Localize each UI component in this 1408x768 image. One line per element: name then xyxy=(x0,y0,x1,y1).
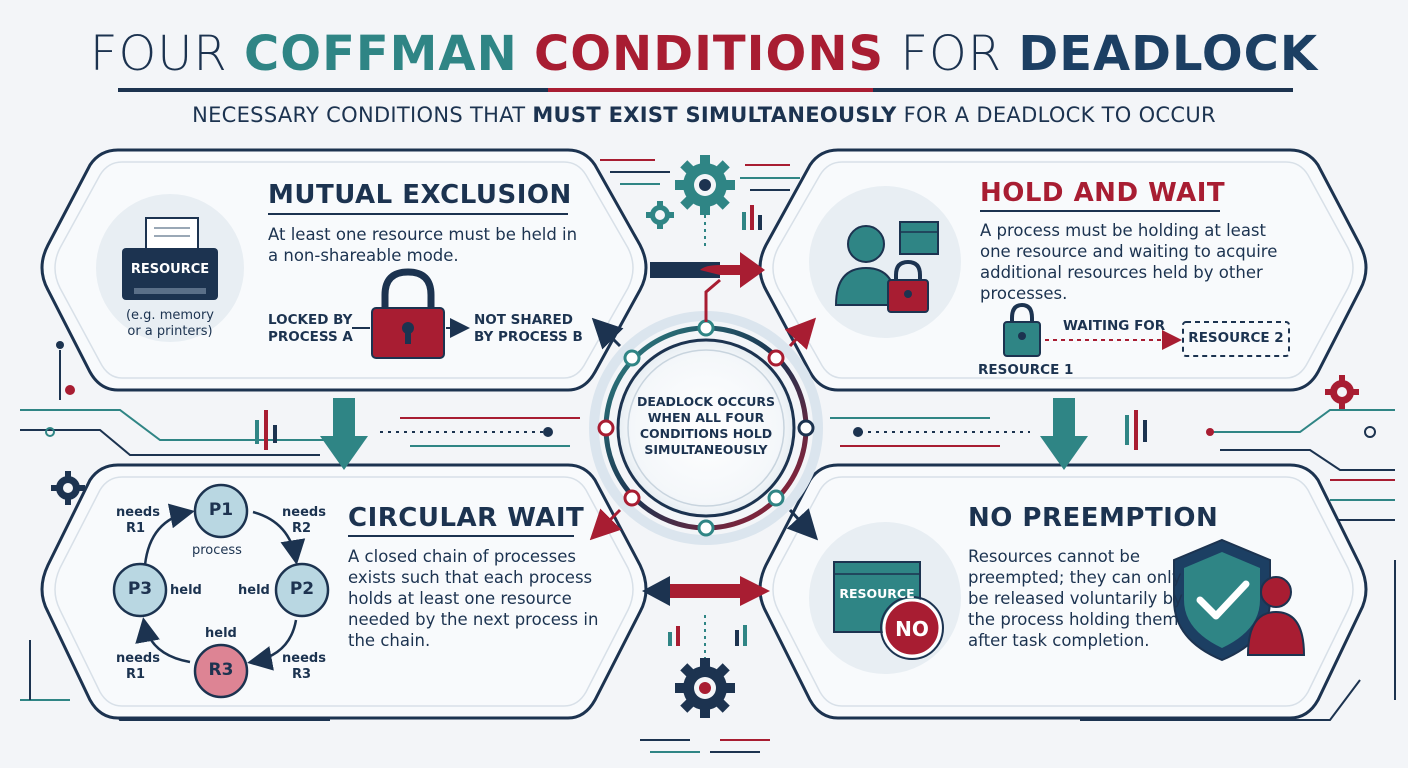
not-shared-label-line-2: BY PROCESS B xyxy=(474,329,583,345)
circuit-decoration-top xyxy=(600,159,800,250)
title-underline xyxy=(118,88,1293,92)
no-preemption-title: NO PREEMPTION xyxy=(968,503,1219,533)
shield-check-icon xyxy=(1173,538,1306,662)
box-icon xyxy=(899,221,939,255)
heading-underline xyxy=(348,535,574,537)
process-label: process xyxy=(192,543,242,558)
waiting-for-label: WAITING FOR xyxy=(1063,318,1166,334)
gear-icon xyxy=(646,201,674,229)
mutual-exclusion-title: MUTUAL EXCLUSION xyxy=(268,180,572,210)
needs-r3-line-1: needs xyxy=(282,651,326,666)
no-badge xyxy=(880,596,944,660)
printer-resource-label: RESOURCE xyxy=(130,262,210,277)
circular-arrows-icon xyxy=(135,503,306,671)
resource-2-box xyxy=(1182,321,1290,357)
held-right-label: held xyxy=(238,583,270,598)
needs-r1-bottom-line-2: R1 xyxy=(126,667,146,682)
resource-1-label: RESOURCE 1 xyxy=(978,362,1074,378)
circuit-decoration-right xyxy=(1080,409,1396,721)
padlock-icon xyxy=(1003,302,1041,357)
gear-icon xyxy=(1325,375,1359,409)
gear-icon xyxy=(675,658,735,718)
gear-icon xyxy=(51,471,85,505)
resource-note-line-2: or a printers) xyxy=(127,324,213,339)
resource-2-label: RESOURCE 2 xyxy=(1188,330,1284,346)
needs-r1-top-line-1: needs xyxy=(116,505,160,520)
center-message: DEADLOCK OCCURS WHEN ALL FOUR CONDITIONS… xyxy=(636,394,776,457)
process-p1: P1 xyxy=(208,500,234,520)
center-ring xyxy=(589,278,823,545)
heading-underline xyxy=(268,213,568,215)
process-p2: P2 xyxy=(289,579,315,599)
panel-circular-wait xyxy=(40,463,648,720)
printer-icon xyxy=(96,194,244,342)
needs-r2-line-1: needs xyxy=(282,505,326,520)
hold-and-wait-title: HOLD AND WAIT xyxy=(980,178,1226,208)
center-connectors xyxy=(255,410,1147,450)
no-preemption-body: Resources cannot be preempted; they can … xyxy=(968,547,1183,650)
held-left-label: held xyxy=(170,583,202,598)
mutual-exclusion-body: At least one resource must be held in a … xyxy=(268,225,578,265)
hold-and-wait-body: A process must be holding at least one r… xyxy=(980,221,1278,303)
process-nodes xyxy=(112,483,330,699)
needs-r1-top-line-2: R1 xyxy=(126,521,146,536)
circular-wait-body: A closed chain of processes exists such … xyxy=(348,547,599,650)
arrow-bottom-connector xyxy=(642,576,770,606)
down-arrow-right xyxy=(1040,398,1088,470)
preempt-resource-label: RESOURCE xyxy=(839,586,915,601)
padlock-icon xyxy=(887,259,929,313)
padlock-icon xyxy=(352,268,470,359)
circular-wait-title: CIRCULAR WAIT xyxy=(348,503,585,533)
down-arrow-left xyxy=(320,398,368,470)
circuit-decoration-bottom xyxy=(640,615,770,753)
no-badge-label: NO xyxy=(895,617,929,641)
not-shared-label-line-1: NOT SHARED xyxy=(474,312,573,328)
gear-icon xyxy=(675,155,735,215)
needs-r1-bottom-line-1: needs xyxy=(116,651,160,666)
heading-underline xyxy=(980,210,1220,212)
arrow-top-connector xyxy=(650,252,765,288)
locked-by-label-line-2: PROCESS A xyxy=(268,329,353,345)
held-bottom-label: held xyxy=(205,626,237,641)
resource-r3: R3 xyxy=(208,660,234,680)
locked-by-label-line-1: LOCKED BY xyxy=(268,312,353,328)
user-icon xyxy=(809,186,961,338)
process-p3: P3 xyxy=(127,579,153,599)
needs-r3-line-2: R3 xyxy=(292,667,312,682)
resource-note-line-1: (e.g. memory xyxy=(125,308,215,323)
page-subtitle: NECESSARY CONDITIONS THAT MUST EXIST SIM… xyxy=(192,103,1216,127)
page-title: FOUR COFFMAN CONDITIONS FOR DEADLOCK xyxy=(89,26,1319,82)
needs-r2-line-2: R2 xyxy=(292,521,312,536)
